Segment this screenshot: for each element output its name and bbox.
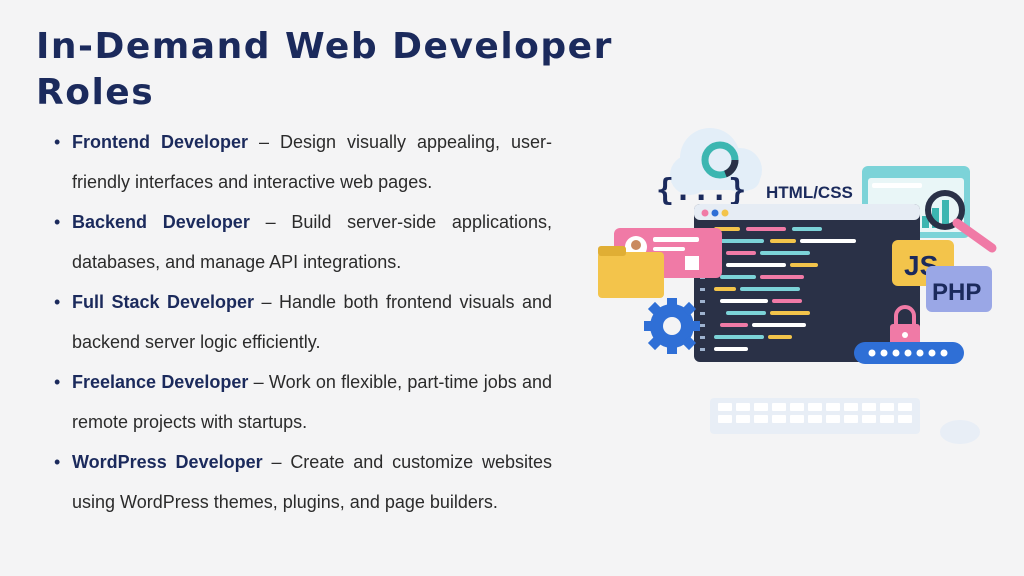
bullet-icon: • bbox=[54, 212, 61, 232]
folder-icon bbox=[598, 246, 664, 298]
php-badge-icon: PHP bbox=[926, 266, 992, 312]
roles-list: • Frontend Developer – Design visually a… bbox=[52, 122, 552, 522]
role-name: Frontend Developer bbox=[72, 132, 248, 152]
html-css-label: HTML/CSS bbox=[766, 183, 853, 202]
bullet-icon: • bbox=[54, 132, 61, 152]
role-separator: – bbox=[262, 452, 291, 472]
list-item: • WordPress Developer – Create and custo… bbox=[52, 442, 552, 522]
magnifier-icon bbox=[925, 190, 997, 253]
code-braces-icon: {...} bbox=[656, 173, 746, 208]
role-description: Work on flexible, part-time jobs and rem… bbox=[72, 372, 553, 432]
bullet-icon: • bbox=[54, 292, 61, 312]
role-separator: – bbox=[249, 212, 292, 232]
slide-title: In-Demand Web Developer Roles bbox=[36, 26, 613, 113]
bullet-icon: • bbox=[54, 372, 61, 392]
gear-icon bbox=[644, 298, 700, 354]
code-editor-window bbox=[694, 204, 920, 362]
role-separator: – bbox=[254, 292, 279, 312]
role-name: Backend Developer bbox=[72, 212, 250, 232]
role-name: Freelance Developer bbox=[72, 372, 249, 392]
password-field-icon bbox=[854, 342, 964, 364]
role-description: Build server-side applications, database… bbox=[72, 212, 552, 272]
mouse-icon bbox=[940, 420, 980, 444]
role-description: Create and customize websites using Word… bbox=[72, 452, 552, 512]
list-item: • Backend Developer – Build server-side … bbox=[52, 202, 552, 282]
role-name: Full Stack Developer bbox=[72, 292, 254, 312]
role-description: Handle both frontend visuals and backend… bbox=[72, 292, 552, 352]
list-item: • Frontend Developer – Design visually a… bbox=[52, 122, 552, 202]
cloud-icon bbox=[670, 128, 762, 195]
list-item: • Full Stack Developer – Handle both fro… bbox=[52, 282, 552, 362]
role-separator: – bbox=[248, 372, 269, 392]
php-label: PHP bbox=[932, 279, 981, 306]
list-item: • Freelance Developer – Work on flexible… bbox=[52, 362, 552, 442]
web-development-illustration: {...} HTML/CSS bbox=[598, 128, 997, 444]
role-name: WordPress Developer bbox=[72, 452, 263, 472]
role-separator: – bbox=[248, 132, 280, 152]
role-description: Design visually appealing, user-friendly… bbox=[72, 132, 552, 192]
keyboard-icon bbox=[710, 398, 920, 434]
bullet-icon: • bbox=[54, 452, 61, 472]
